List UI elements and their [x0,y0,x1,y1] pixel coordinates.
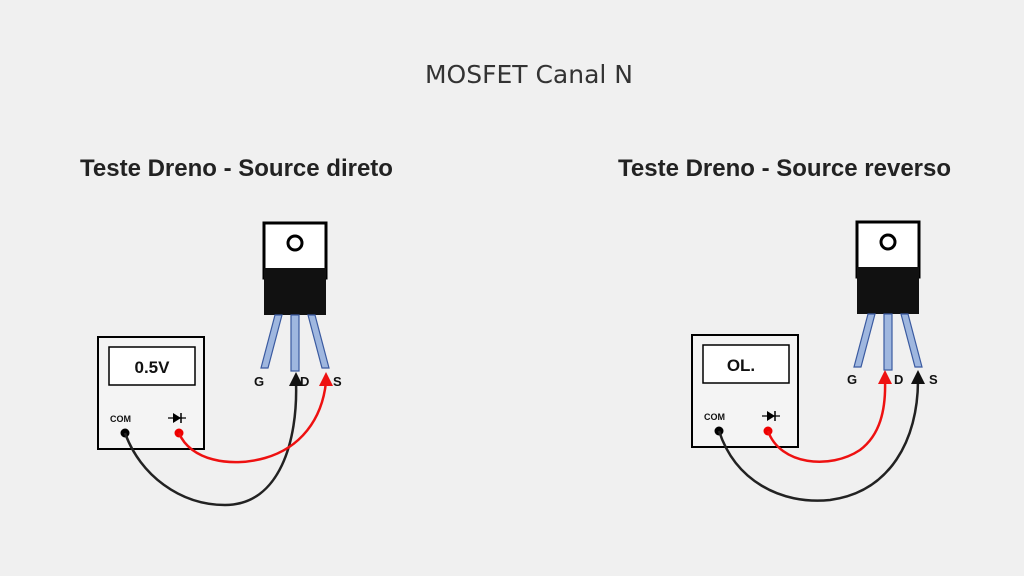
multimeter-right: OL. COM [691,334,799,448]
black-probe-tip-left [289,372,303,386]
black-probe-wire-left [123,381,298,507]
right-panel: G D S OL. COM [691,220,938,502]
meter-display-left: 0.5V [135,358,171,377]
diode-icon-left [168,413,186,423]
red-probe-tip-right [878,370,892,384]
red-probe-tip-left [319,372,333,386]
pin-g-right: G [847,372,857,387]
pin-s-left: S [333,374,342,389]
black-probe-tip-right [911,370,925,384]
left-panel: G D S 0.5V COM [97,221,342,507]
red-probe-wire-right [766,379,887,463]
com-label-left: COM [110,414,131,424]
page-title: MOSFET Canal N [424,60,634,89]
com-label-right: COM [704,412,725,422]
mosfet-package-left [259,221,331,373]
mosfet-package-right [852,220,924,372]
pin-s-right: S [929,372,938,387]
heading-reverse-test: Teste Dreno - Source reverso [618,155,952,182]
multimeter-left: 0.5V COM [97,336,205,450]
pin-d-right: D [894,372,903,387]
pin-d-left: D [300,374,309,389]
diode-icon-right [762,411,780,421]
meter-display-right: OL. [727,356,755,375]
black-probe-wire-right [717,379,920,502]
heading-direct-test: Teste Dreno - Source direto [80,155,393,182]
pin-g-left: G [254,374,264,389]
red-probe-wire-left [177,381,328,464]
